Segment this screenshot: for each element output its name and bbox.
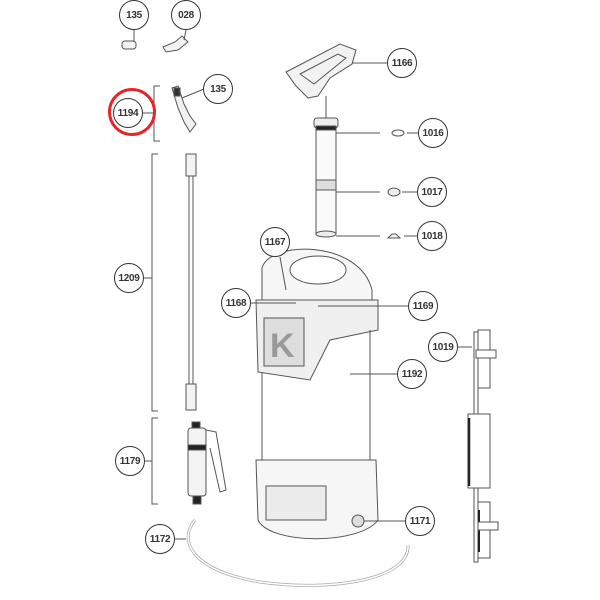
nozzle-part-135-icon (121, 30, 137, 50)
callout-1166[interactable]: 1166 (387, 48, 417, 78)
callout-1016[interactable]: 1016 (418, 118, 448, 148)
lance-1209-icon (185, 153, 197, 411)
callout-1171[interactable]: 1171 (405, 506, 435, 536)
callout-1192[interactable]: 1192 (397, 359, 427, 389)
pump-handle-1166-icon (285, 43, 387, 118)
pump-cylinder-icon (313, 117, 418, 239)
tank-1192-icon: K (251, 248, 408, 540)
callout-1167[interactable]: 1167 (260, 227, 290, 257)
callout-1019[interactable]: 1019 (428, 332, 458, 362)
callout-1018[interactable]: 1018 (417, 221, 447, 251)
brand-logo: K (270, 327, 295, 365)
callout-1169[interactable]: 1169 (408, 291, 438, 321)
callout-1179[interactable]: 1179 (115, 446, 145, 476)
callout-028[interactable]: 028 (171, 0, 201, 30)
callout-135-top[interactable]: 135 (119, 0, 149, 30)
nozzle-assembly-1194-icon (171, 85, 205, 133)
callout-1168[interactable]: 1168 (221, 288, 251, 318)
callout-1172[interactable]: 1172 (145, 524, 175, 554)
callout-1209[interactable]: 1209 (114, 263, 144, 293)
strap-1019-icon (458, 329, 499, 563)
angled-nozzle-028-icon (162, 29, 189, 53)
callout-135[interactable]: 135 (203, 74, 233, 104)
hose-1172-icon (186, 519, 410, 587)
callout-1194[interactable]: 1194 (113, 98, 143, 128)
trigger-handle-1179-icon (187, 421, 227, 505)
highlight-circle (108, 88, 156, 136)
callout-1017[interactable]: 1017 (417, 177, 447, 207)
